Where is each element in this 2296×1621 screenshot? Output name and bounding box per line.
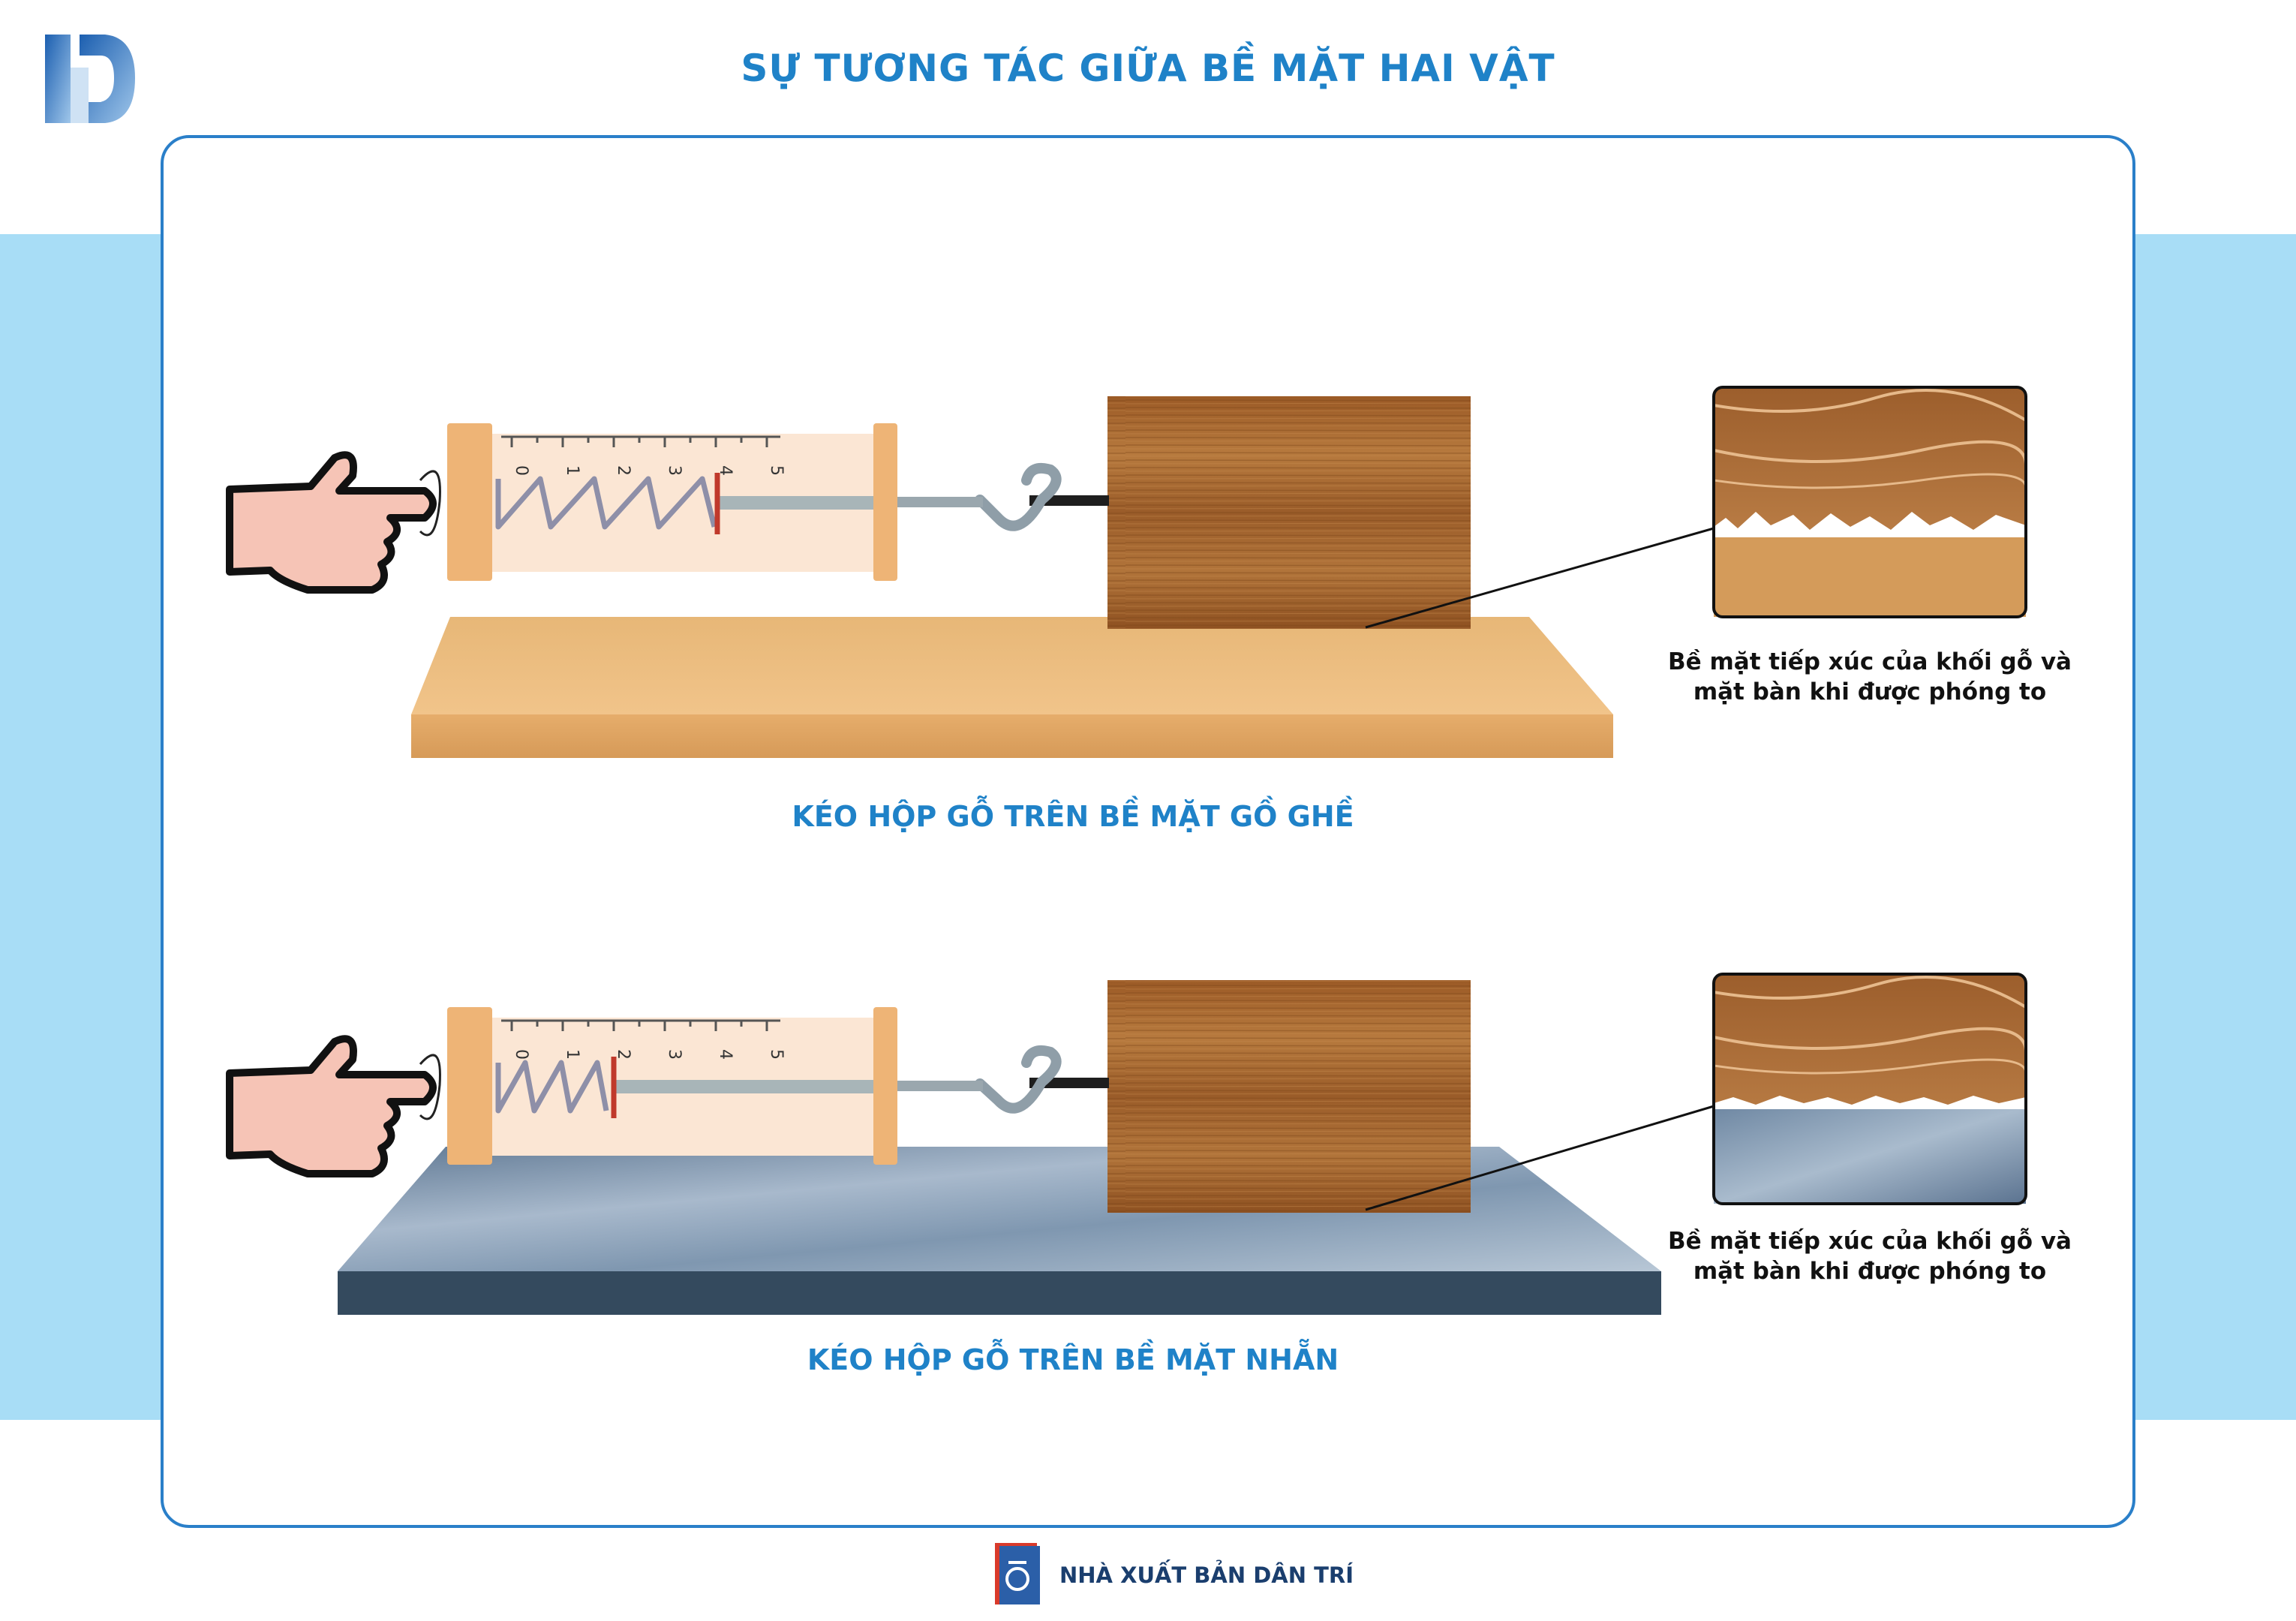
zoom-inset-rough [1712, 386, 2027, 618]
brand-logo-icon [45, 35, 135, 123]
scale-tick-5: 5 [767, 465, 786, 476]
scale-tick-4: 4 [716, 465, 735, 476]
scale-tick-4: 4 [716, 1049, 735, 1060]
caption-smooth: KÉO HỘP GỖ TRÊN BỀ MẶT NHẴN [807, 1343, 1339, 1376]
page-title: SỰ TƯƠNG TÁC GIỮA BỀ MẶT HAI VẬT [741, 47, 1555, 90]
spring-scale: 0 1 2 3 4 5 [447, 423, 897, 581]
scale-tick-0: 0 [512, 465, 530, 476]
rough-surface-scene: 0 1 2 3 4 5 [226, 386, 2027, 758]
spring-scale: 0 1 2 3 4 5 [447, 1007, 897, 1165]
scale-tick-2: 2 [614, 465, 633, 476]
wooden-table-top [411, 617, 1613, 714]
scale-tick-1: 1 [563, 1049, 582, 1060]
stone-table-side [338, 1271, 1661, 1315]
scale-tick-1: 1 [563, 465, 582, 476]
zoom-inset-smooth [1712, 973, 2027, 1205]
scale-tick-3: 3 [665, 1049, 684, 1060]
caption-rough: KÉO HỘP GỖ TRÊN BỀ MẶT GỒ GHỀ [792, 800, 1354, 833]
scale-tick-5: 5 [767, 1049, 786, 1060]
zoom-note-rough: Bề mặt tiếp xúc của khối gỗ và mặt bàn k… [1668, 648, 2072, 705]
scale-tick-2: 2 [614, 1049, 633, 1060]
publisher-logo-icon [995, 1543, 1040, 1604]
zoom-note-smooth: Bề mặt tiếp xúc của khối gỗ và mặt bàn k… [1668, 1228, 2072, 1285]
hand-pointing-icon [226, 451, 441, 594]
hand-pointing-icon [226, 1035, 441, 1177]
scale-tick-3: 3 [665, 465, 684, 476]
spring [495, 1060, 609, 1114]
scale-tick-0: 0 [512, 1049, 530, 1060]
wooden-table-side [411, 714, 1613, 758]
smooth-surface-scene: 0 1 2 3 4 5 [226, 973, 2027, 1315]
spring [495, 476, 717, 530]
publisher-name: NHÀ XUẤT BẢN DÂN TRÍ [1059, 1562, 1354, 1588]
